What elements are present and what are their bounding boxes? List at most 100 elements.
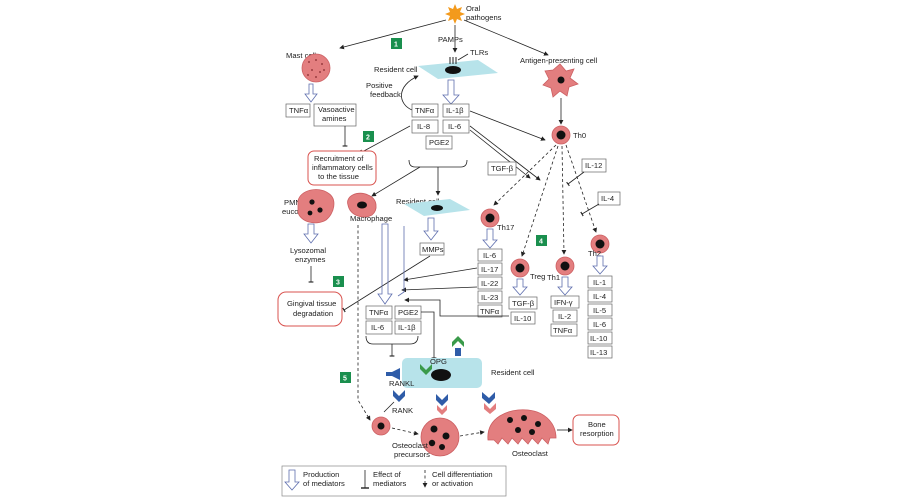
legend-production-2: of mediators xyxy=(303,479,345,488)
pmn-label-2: eucocyte xyxy=(282,207,312,216)
legend-production-icon xyxy=(284,469,300,491)
th17-mediators: IL-6 IL-17 IL-22 IL-23 TNFα xyxy=(477,248,503,318)
pmn-production-arrow xyxy=(303,223,319,244)
treg-production-arrow xyxy=(512,278,528,296)
res-pge2: PGE2 xyxy=(429,138,449,147)
resident-cell-top: Resident cell TLRs xyxy=(374,48,498,79)
res-il1b: IL-1β xyxy=(446,106,464,115)
lysozomal-1: Lysozomal xyxy=(290,246,326,255)
positive-feedback-2: feedback xyxy=(370,90,401,99)
resident-cell-middle: Resident cell xyxy=(396,197,470,216)
svg-text:4: 4 xyxy=(539,239,543,246)
th17-m1: IL-6 xyxy=(483,251,496,260)
legend-differentiation-1: Cell differentiation xyxy=(432,470,493,479)
opg-top-icon xyxy=(452,336,464,347)
th17-m5: TNFα xyxy=(480,307,500,316)
th17-production-arrow xyxy=(482,228,498,249)
lysozomal-2: enzymes xyxy=(295,255,326,264)
th17-m3: IL-22 xyxy=(481,279,498,288)
step-5-badge: 5 xyxy=(340,372,351,383)
th0-label: Th0 xyxy=(573,131,586,140)
th17-cell: Th17 xyxy=(480,208,514,232)
mast-amines: amines xyxy=(322,114,347,123)
step-2-badge: 2 xyxy=(363,131,374,142)
pamps-label: PAMPs xyxy=(438,35,463,44)
gingival-degradation-box: Gingival tissue degradation xyxy=(277,291,343,327)
comb-il6: IL-6 xyxy=(371,323,384,332)
step-4-badge: 4 xyxy=(536,235,547,246)
treg-label: Treg xyxy=(530,272,545,281)
th17-label: Th17 xyxy=(497,223,514,232)
osteoclast-precursors-2: precursors xyxy=(394,450,430,459)
oral-pathogens-label-2: pathogens xyxy=(466,13,502,22)
mast-tnfa: TNFα xyxy=(289,106,309,115)
rankl-icon xyxy=(386,368,400,380)
svg-text:5: 5 xyxy=(343,376,347,383)
opg-label: OPG xyxy=(430,357,447,366)
res-il6: IL-6 xyxy=(448,122,461,131)
bone-resorption-box: Bone resorption xyxy=(572,414,620,446)
rankl-label: RANKL xyxy=(389,379,414,388)
legend-production-1: Production xyxy=(303,470,339,479)
osteoclast-precursors-1: Osteoclast xyxy=(392,441,429,450)
resident-cell-mid-label: Resident cell xyxy=(396,197,440,206)
th2-mediators: IL-1 IL-4 IL-5 IL-6 IL-10 IL-13 xyxy=(587,275,613,359)
legend-effect-1: Effect of xyxy=(373,470,402,479)
tgf-beta-label: TGF-β xyxy=(491,164,514,173)
treg-m2: IL-10 xyxy=(514,314,531,323)
mast-production-arrow xyxy=(304,83,318,103)
resident-cell-bottom-label: Resident cell xyxy=(491,368,535,377)
th2-m3: IL-5 xyxy=(593,306,606,315)
th2-m6: IL-13 xyxy=(590,348,607,357)
th1-m3: TNFα xyxy=(553,326,573,335)
rank-label: RANK xyxy=(392,406,413,415)
th1-m1: IFN-γ xyxy=(554,298,573,307)
th17-m2: IL-17 xyxy=(481,265,498,274)
resident-cell-bottom: Resident cell OPG RANKL xyxy=(386,336,535,388)
osteoclast-precursor-large xyxy=(420,417,460,457)
osteoclast-label: Osteoclast xyxy=(512,449,549,458)
resident-cell-top-label: Resident cell xyxy=(374,65,418,74)
apc-label: Antigen-presenting cell xyxy=(520,56,598,65)
th0-cell: Th0 xyxy=(551,125,586,145)
bone-resorption-1: Bone xyxy=(588,420,606,429)
bone-resorption-2: resorption xyxy=(580,429,614,438)
gingival-2: degradation xyxy=(293,309,333,318)
step-1-badge: 1 xyxy=(391,38,402,49)
macrophage-cell: Macrophage xyxy=(347,192,392,223)
treg-cell: Treg xyxy=(510,258,545,281)
gingival-1: Gingival tissue xyxy=(287,299,336,308)
res-tnfa: TNFα xyxy=(415,106,435,115)
resident-production-arrow xyxy=(442,79,460,105)
recruitment-1: Recruitment of xyxy=(314,154,364,163)
oral-pathogens: Oral pathogens xyxy=(445,4,502,24)
opg-icon xyxy=(420,364,432,375)
legend-differentiation-2: or activation xyxy=(432,479,473,488)
mast-vasoactive: Vasoactive xyxy=(318,105,355,114)
tlrs-label: TLRs xyxy=(470,48,488,57)
combined-mediators: TNFα PGE2 IL-6 IL-1β xyxy=(365,305,422,335)
th2-m1: IL-1 xyxy=(593,278,606,287)
comb-il1b: IL-1β xyxy=(398,323,416,332)
th2-m5: IL-10 xyxy=(590,334,607,343)
th1-label: Th1 xyxy=(547,273,560,282)
positive-feedback-1: Positive xyxy=(366,81,393,90)
th2-m4: IL-6 xyxy=(593,320,606,329)
th2-m2: IL-4 xyxy=(593,292,606,301)
lysozomal-enzymes: Lysozomal enzymes xyxy=(290,246,326,264)
th1-production-arrow xyxy=(557,276,573,296)
res-il8: IL-8 xyxy=(417,122,430,131)
th1-cell: Th1 xyxy=(547,256,575,282)
mmps-label: MMPs xyxy=(422,245,444,254)
recruitment-2: inflammatory cells xyxy=(312,163,373,172)
th1-m2: IL-2 xyxy=(558,312,571,321)
step-3-badge: 3 xyxy=(333,276,344,287)
pathogen-star-icon xyxy=(445,4,465,24)
svg-text:1: 1 xyxy=(394,42,398,49)
comb-tnfa: TNFα xyxy=(369,308,389,317)
th2-cell: Th2 xyxy=(588,234,610,258)
pmn-label-1: PMN xyxy=(284,198,301,207)
il4-label: IL-4 xyxy=(601,194,614,203)
pmn-leukocyte: PMN eucocyte xyxy=(282,189,335,224)
